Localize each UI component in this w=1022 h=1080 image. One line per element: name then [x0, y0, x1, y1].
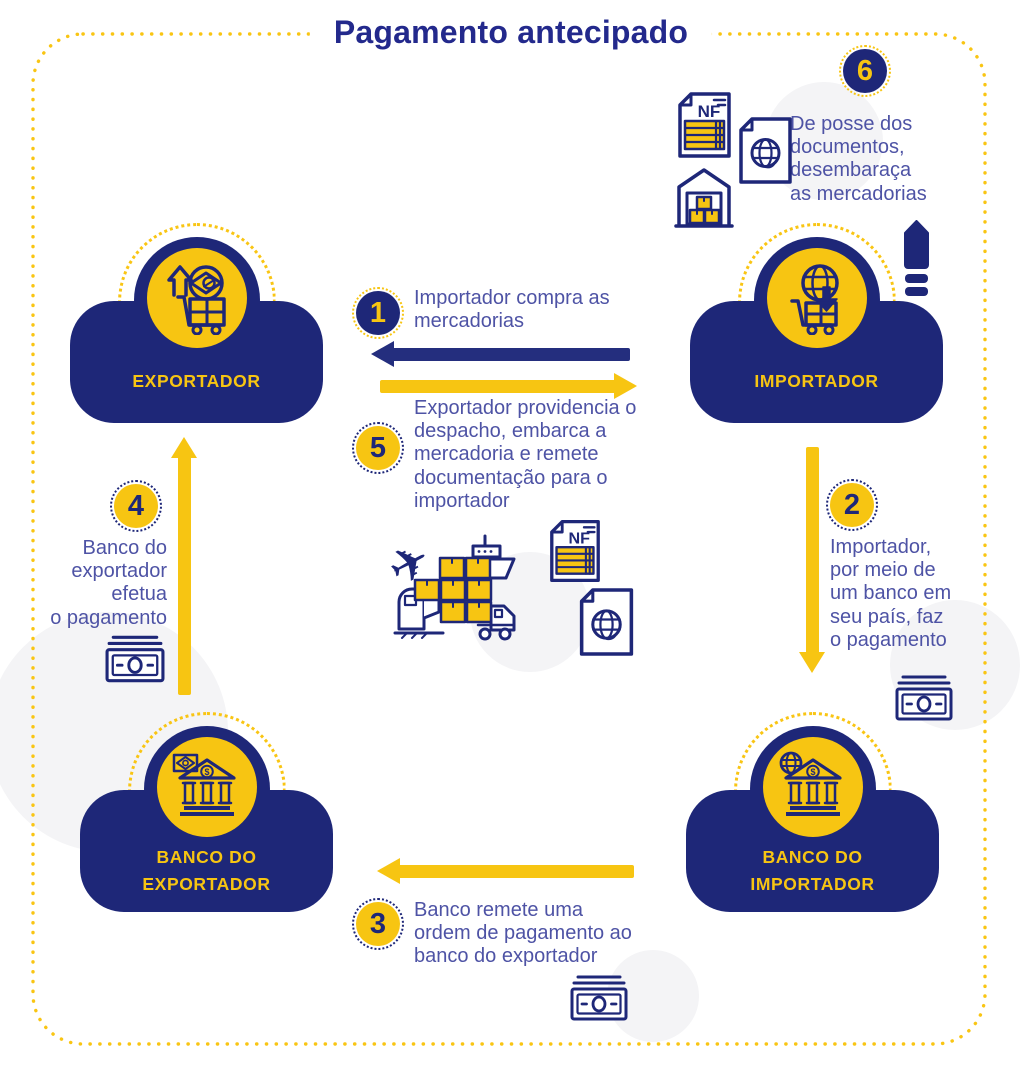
dollar-symbol: $ — [204, 767, 209, 777]
node-importador: IMPORTADOR — [690, 223, 943, 423]
step-2-text: Importador, por meio de um banco em seu … — [830, 536, 952, 651]
step-3-text: Banco remete uma ordem de pagamento ao b… — [414, 899, 632, 968]
importer-globe-cart-icon — [766, 248, 867, 348]
transport-cluster-icon: ✈ — [388, 532, 516, 641]
nf-invoice-icon: NF — [678, 92, 731, 158]
step-4-number: 4 — [114, 484, 158, 528]
step-3-badge: 3 — [352, 898, 404, 950]
arrow-importador-to-banco-importador — [799, 447, 825, 673]
page-title: Pagamento antecipado — [309, 14, 713, 51]
node-label-banco-exportador: BANCO DO EXPORTADOR — [142, 846, 271, 894]
step-1-number: 1 — [356, 291, 400, 335]
node-label-importador: IMPORTADOR — [754, 371, 879, 392]
node-exportador: EXPORTADOR — [70, 223, 323, 423]
step-4-badge: 4 — [110, 480, 162, 532]
step-6-badge: 6 — [839, 45, 891, 97]
step-1-badge: 1 — [352, 287, 404, 339]
globe-document-icon — [739, 117, 792, 184]
step-6-text: De posse dos documentos, desembaraça as … — [790, 113, 927, 205]
step-2-badge: 2 — [826, 479, 878, 531]
arrow-banco-importador-to-banco-exportador — [377, 858, 634, 884]
banknote-icon — [570, 975, 628, 1021]
nf-label: NF — [698, 102, 721, 121]
node-banco-importador: $ BANCO DO IMPORTADOR — [686, 712, 939, 912]
step-5-text: Exportador providencia o despacho, embar… — [414, 397, 637, 512]
nf-label: NF — [569, 529, 591, 547]
exporter-cart-icon — [146, 248, 247, 348]
warehouse-icon — [674, 168, 734, 228]
step-5-number: 5 — [356, 426, 400, 470]
arrow-banco-exportador-to-exportador — [171, 437, 197, 695]
arrow-exportador-to-importador — [380, 373, 637, 399]
step-6-number: 6 — [843, 49, 887, 93]
globe-document-icon — [579, 588, 634, 656]
step-4-text: Banco do exportador efetua o pagamento — [50, 537, 167, 629]
step-2-number: 2 — [830, 483, 874, 527]
step-5-badge: 5 — [352, 422, 404, 474]
node-banco-exportador: $ BANCO DO EXPORTADOR — [80, 712, 333, 912]
cargo-boxes — [413, 556, 493, 624]
nf-invoice-icon: NF — [550, 519, 600, 583]
bank-globe-icon: $ — [762, 737, 863, 837]
step-1-text: Importador compra as mercadorias — [414, 287, 610, 333]
banknote-icon — [895, 675, 953, 721]
step-3-number: 3 — [356, 902, 400, 946]
dollar-symbol: $ — [810, 767, 815, 777]
bank-flag-icon: $ — [156, 737, 257, 837]
up-dashed-arrow-icon — [904, 220, 929, 296]
banknote-icon — [105, 635, 165, 683]
node-label-banco-importador: BANCO DO IMPORTADOR — [750, 846, 875, 894]
arrow-importador-to-exportador — [371, 341, 630, 367]
node-label-exportador: EXPORTADOR — [132, 371, 261, 392]
